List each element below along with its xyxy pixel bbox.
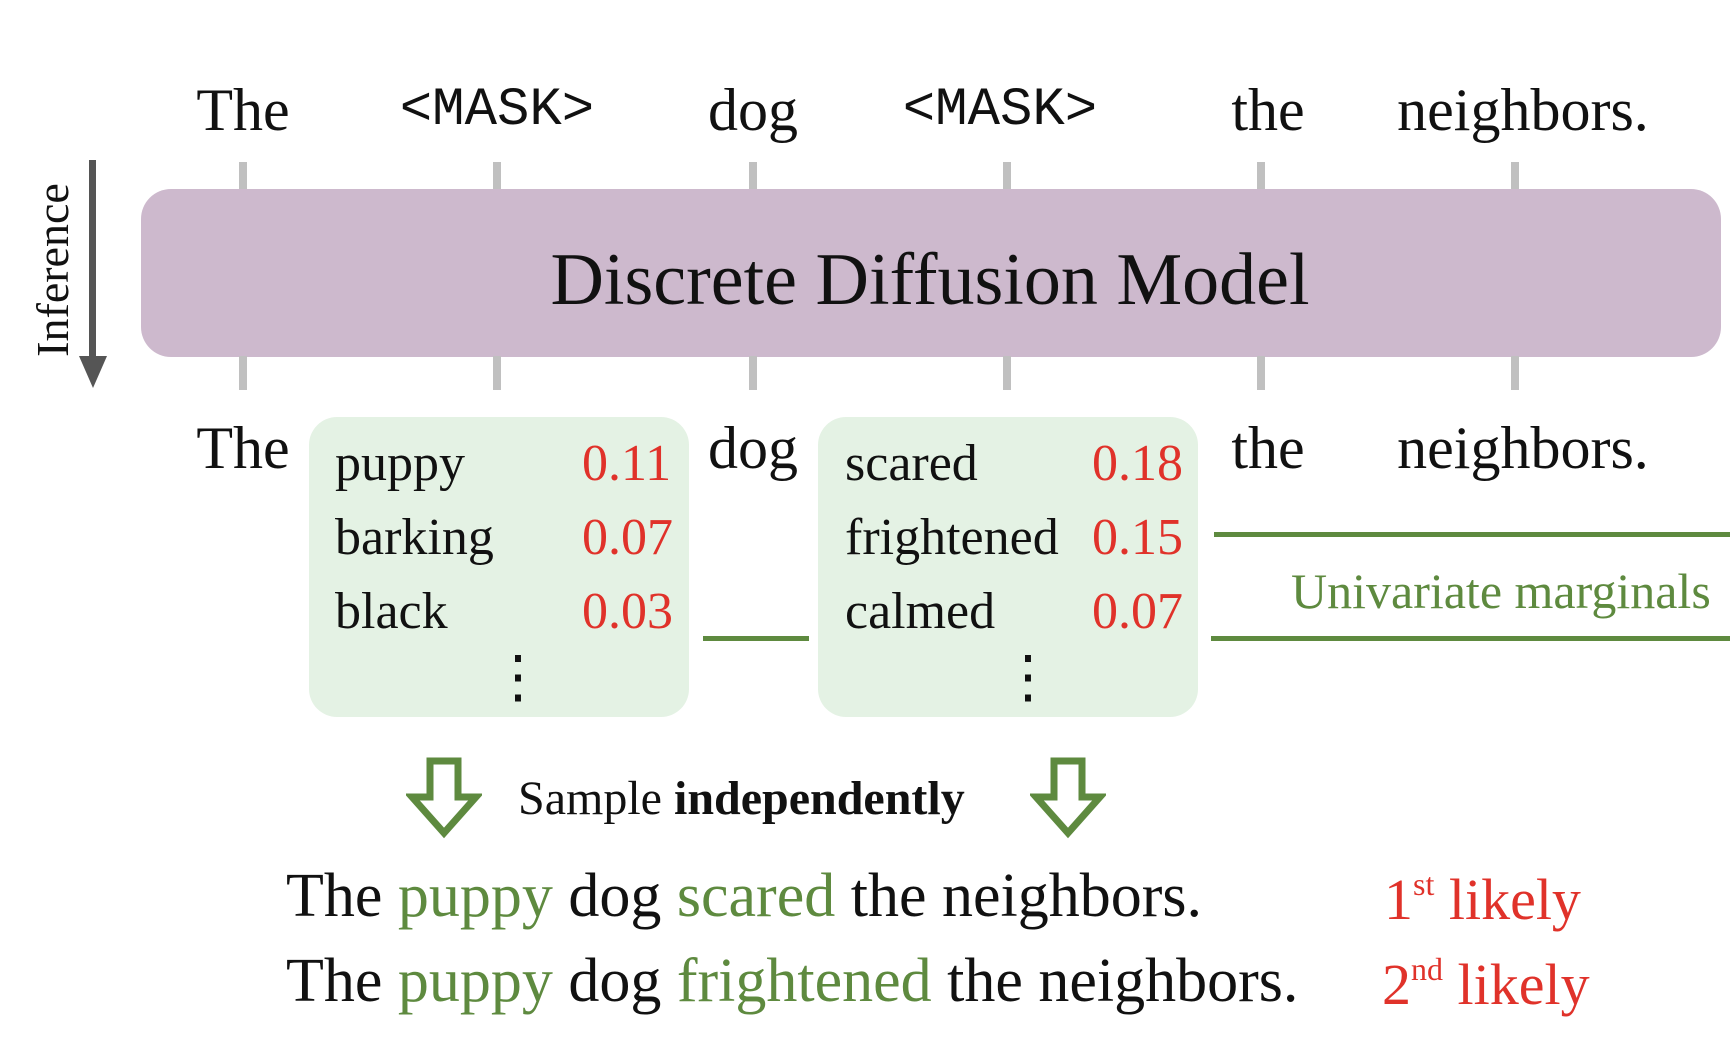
mask-1-probability: 0.11 [582,435,672,492]
mask-1-candidate: black [335,583,448,640]
connector-tick [1257,356,1265,390]
sample-independently-caption: Sample independently [518,775,965,823]
connector-tick [239,356,247,390]
connector-tick [1003,356,1011,390]
output-token-dog: dog [708,415,798,481]
mask-2-marginal-box [818,417,1198,717]
sample-down-arrow-icon [406,757,482,839]
sampled-word: frightened [676,947,932,1015]
sampled-sentence-1: The puppy dog scared the neighbors. [286,865,1202,927]
marginals-bracket-line [703,636,809,641]
input-token-neighbors: neighbors. [1397,77,1649,143]
sentence-word: the neighbors. [850,862,1202,930]
mask-2-probability: 0.18 [1092,435,1183,492]
input-token-mask-2: <MASK> [902,80,1098,141]
sampled-word: puppy [397,947,553,1015]
input-token-dog: dog [708,77,798,143]
connector-tick [493,356,501,390]
input-token-the-2: the [1231,77,1305,143]
sample-down-arrow-icon [1030,757,1106,839]
inference-arrow-head [79,356,107,388]
rank-suffix: st [1413,866,1435,902]
mask-2-candidate: frightened [845,509,1059,566]
mask-2-candidate: scared [845,435,978,492]
output-token-the: The [196,415,290,481]
rank-word: likely [1448,867,1581,932]
mask-2-ellipsis: ⋮ [999,644,1057,709]
mask-1-ellipsis: ⋮ [489,644,547,709]
sentence-word: The [286,947,383,1015]
output-token-neighbors: neighbors. [1397,415,1649,481]
connector-tick [493,162,501,190]
marginals-bracket-line [1211,636,1730,641]
input-token-mask-1: <MASK> [399,80,595,141]
mask-1-candidate: puppy [335,435,465,492]
sample-caption-prefix: Sample [518,772,674,825]
sampled-word: puppy [397,862,553,930]
marginals-bracket-line [1214,532,1730,537]
inference-arrow [89,160,96,360]
model-label: Discrete Diffusion Model [550,239,1310,321]
mask-1-probability: 0.07 [582,509,673,566]
input-token-the: The [196,77,290,143]
connector-tick [1003,162,1011,190]
sentence-word: dog [568,862,662,930]
connector-tick [1257,162,1265,190]
connector-tick [1511,162,1519,190]
mask-2-probability: 0.07 [1092,583,1183,640]
sampled-word: scared [676,862,836,930]
inference-label: Inference [27,183,78,357]
mask-1-marginal-box [309,417,689,717]
discrete-diffusion-model-block [141,189,1721,357]
connector-tick [239,162,247,190]
sampled-sentence-2: The puppy dog frightened the neighbors. [286,950,1298,1012]
likelihood-rank-1: 1st likely [1384,868,1581,929]
connector-tick [749,356,757,390]
output-token-the-2: the [1231,415,1305,481]
rank-suffix: nd [1411,951,1443,987]
mask-1-candidate: barking [335,509,494,566]
rank-number: 1 [1384,867,1413,932]
likelihood-rank-2: 2nd likely [1382,953,1590,1014]
sentence-word: dog [568,947,662,1015]
mask-1-probability: 0.03 [582,583,673,640]
rank-word: likely [1457,952,1590,1017]
sentence-word: the neighbors. [947,947,1299,1015]
connector-tick [749,162,757,190]
rank-number: 2 [1382,952,1411,1017]
univariate-marginals-label: Univariate marginals [1291,563,1711,619]
mask-2-probability: 0.15 [1092,509,1183,566]
connector-tick [1511,356,1519,390]
sample-caption-bold: independently [673,772,965,825]
mask-2-candidate: calmed [845,583,996,640]
sentence-word: The [286,862,383,930]
